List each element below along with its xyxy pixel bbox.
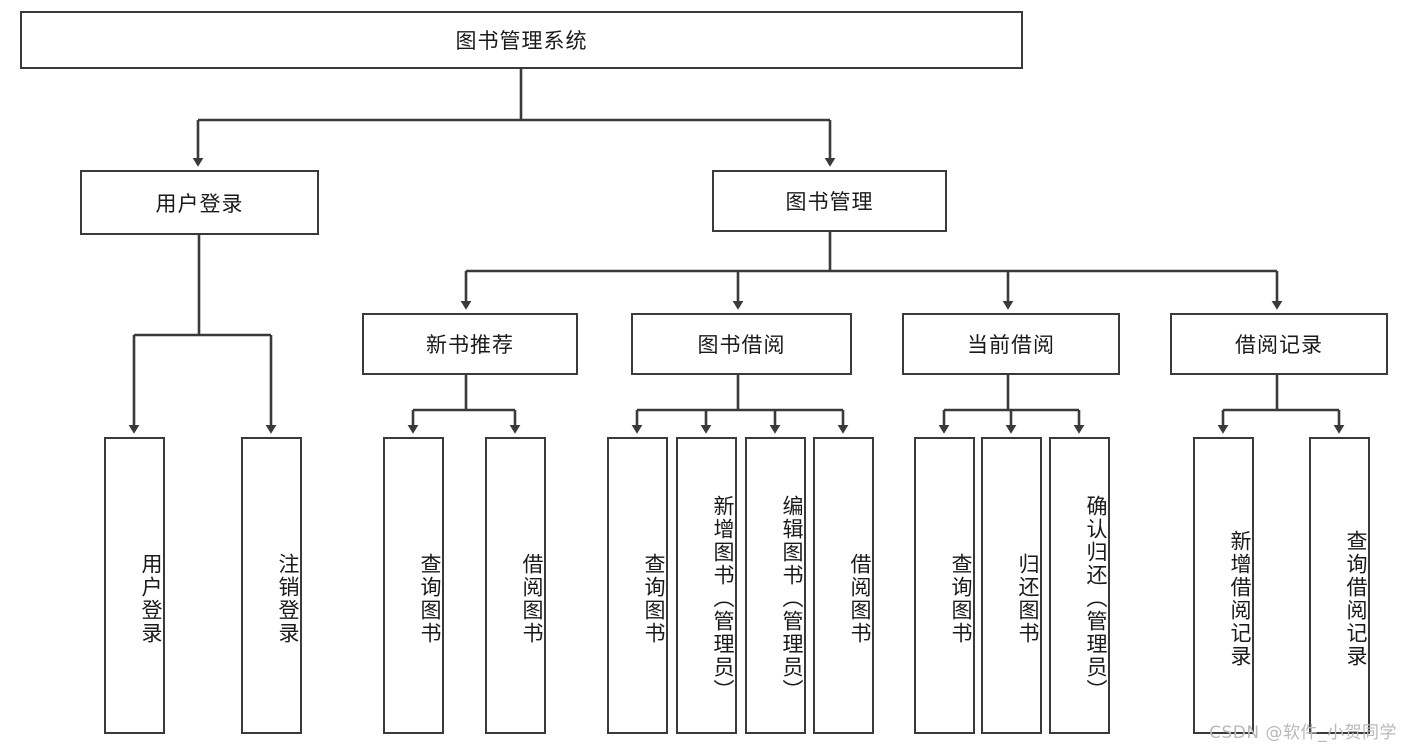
node-borrow-record[interactable]: 借阅记录: [1170, 313, 1388, 375]
node-user-login[interactable]: 用户登录: [80, 170, 319, 235]
node-label: 新增借阅记录: [1228, 529, 1252, 668]
node-label: 当前借阅: [967, 333, 1055, 357]
node-leaf-confirm-return[interactable]: 确认归还（管理员）: [1049, 437, 1110, 734]
node-leaf-edit-book[interactable]: 编辑图书（管理员）: [745, 437, 806, 734]
node-label: 借阅图书: [520, 552, 544, 645]
node-label: 新书推荐: [426, 333, 514, 357]
node-label: 借阅记录: [1235, 333, 1323, 357]
node-label: 图书管理系统: [455, 29, 588, 53]
watermark-text: CSDN @软件_小贺同学: [1209, 723, 1397, 743]
node-current-borrow[interactable]: 当前借阅: [902, 313, 1120, 375]
node-label: 图书借阅: [697, 333, 786, 357]
node-label: 查询借阅记录: [1344, 529, 1368, 668]
node-label: 用户登录: [155, 191, 244, 216]
node-label: 用户登录: [139, 552, 163, 645]
node-book-management[interactable]: 图书管理: [712, 170, 947, 232]
node-leaf-user-login[interactable]: 用户登录: [104, 437, 165, 734]
node-book-management-system[interactable]: 图书管理系统: [20, 11, 1023, 69]
node-leaf-borrow-book-1[interactable]: 借阅图书: [485, 437, 546, 734]
node-label: 查询图书: [642, 552, 666, 645]
node-label: 注销登录: [276, 552, 300, 645]
node-label: 借阅图书: [848, 552, 872, 645]
node-leaf-return-book[interactable]: 归还图书: [981, 437, 1042, 734]
node-label: 查询图书: [418, 552, 442, 645]
node-leaf-borrow-book-2[interactable]: 借阅图书: [813, 437, 874, 734]
node-label: 归还图书: [1016, 552, 1040, 645]
node-leaf-add-book[interactable]: 新增图书（管理员）: [676, 437, 737, 734]
node-leaf-query-book-2[interactable]: 查询图书: [607, 437, 668, 734]
node-leaf-query-book-1[interactable]: 查询图书: [383, 437, 444, 734]
node-new-book-recommend[interactable]: 新书推荐: [362, 313, 578, 375]
node-label: 确认归还（管理员）: [1084, 495, 1108, 702]
node-leaf-logout-login[interactable]: 注销登录: [241, 437, 302, 734]
node-label: 编辑图书（管理员）: [780, 495, 804, 702]
node-label: 新增图书（管理员）: [711, 495, 735, 702]
node-book-borrow[interactable]: 图书借阅: [631, 313, 852, 375]
node-leaf-add-record[interactable]: 新增借阅记录: [1193, 437, 1254, 734]
node-leaf-query-record[interactable]: 查询借阅记录: [1309, 437, 1370, 734]
node-label: 图书管理: [785, 190, 874, 214]
node-leaf-query-book-3[interactable]: 查询图书: [914, 437, 975, 734]
node-label: 查询图书: [949, 552, 973, 645]
